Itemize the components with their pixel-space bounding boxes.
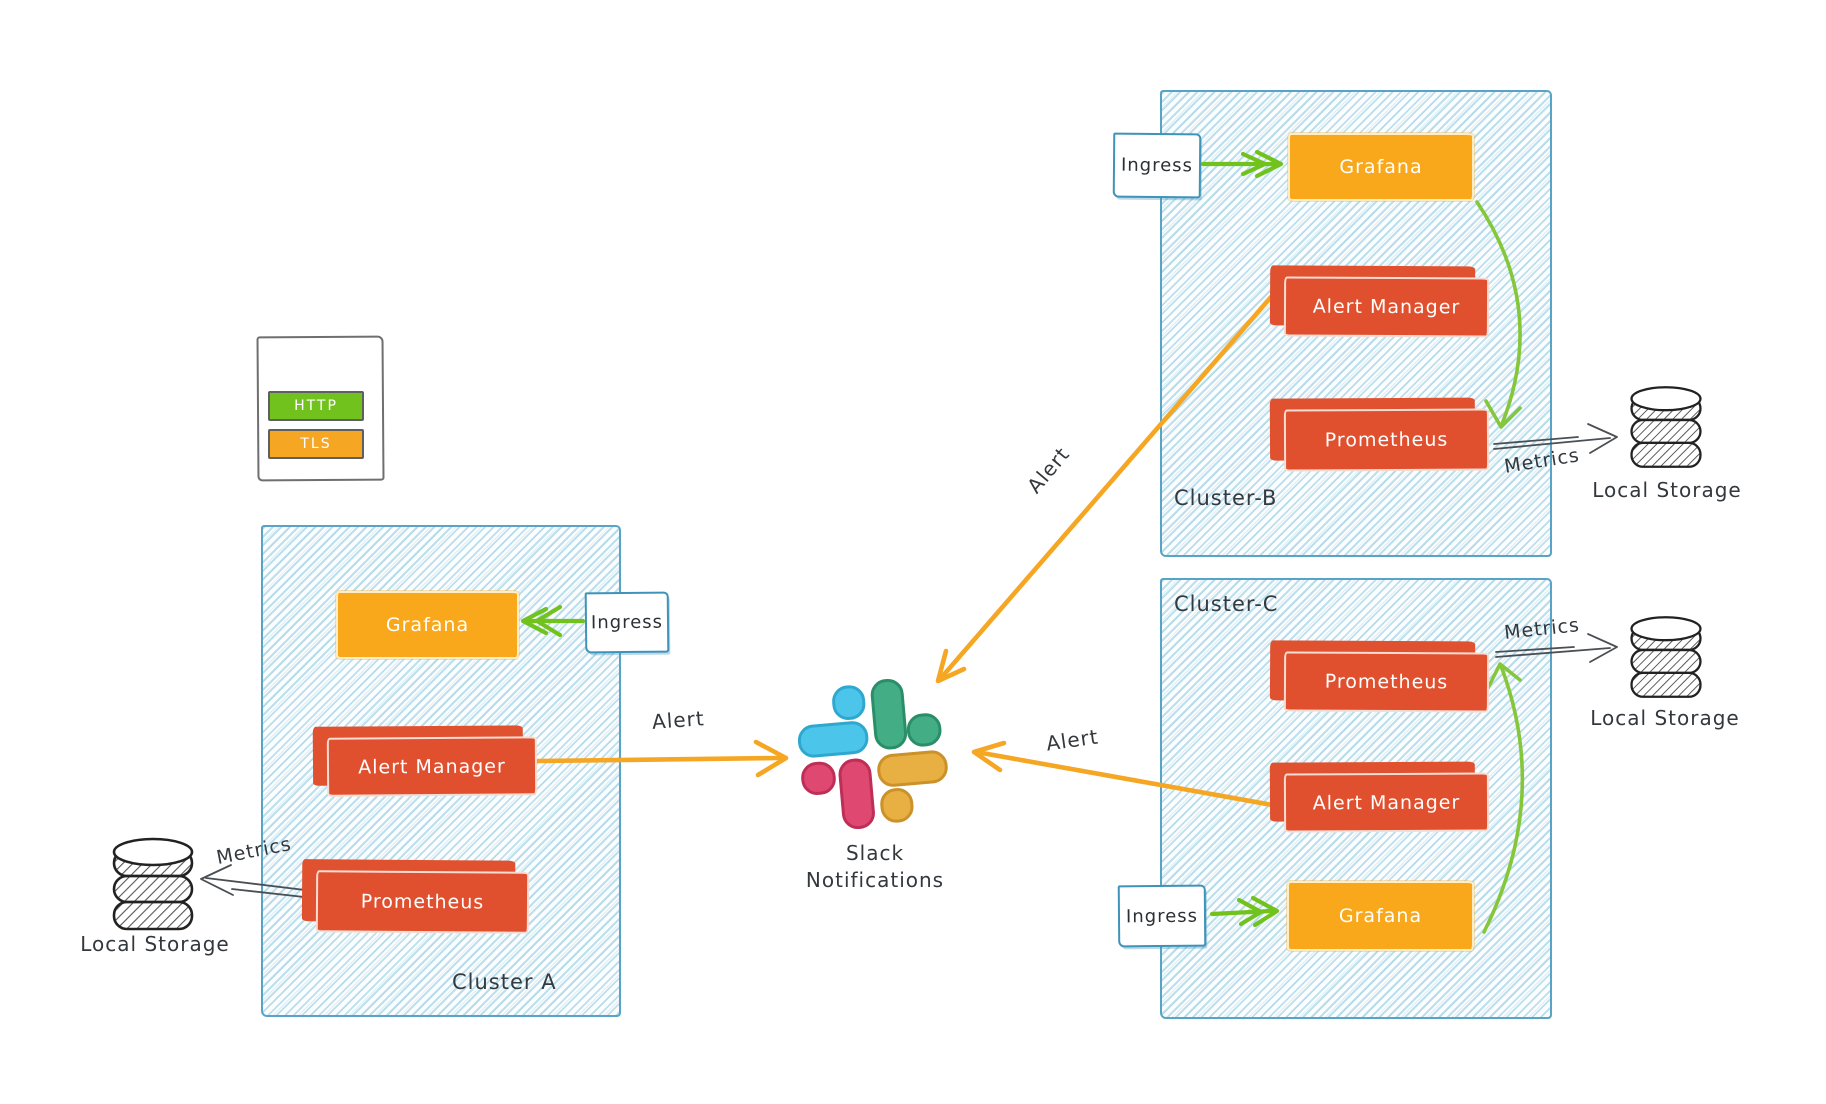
ingress-box-b-label: Ingress: [1120, 154, 1194, 177]
node-grafana-a-label: Grafana: [385, 614, 470, 636]
storage-label-c: Local Storage: [1590, 706, 1740, 730]
cluster-a-label: Cluster A: [452, 970, 557, 994]
ingress-box-a: Ingress: [584, 591, 670, 654]
slack-caption: Slack Notifications: [795, 840, 955, 894]
node-grafana-c: Grafana: [1287, 881, 1474, 951]
cluster-b-label: Cluster-B: [1174, 486, 1278, 510]
node-grafana-c-label: Grafana: [1338, 905, 1423, 927]
node-alert-manager-b-label: Alert Manager: [1312, 295, 1461, 319]
node-prometheus-a-label: Prometheus: [360, 890, 485, 914]
node-prometheus-b-label: Prometheus: [1324, 428, 1449, 452]
slack-logo: [791, 672, 954, 840]
node-alert-manager-b: Alert Manager: [1283, 276, 1490, 338]
slack-title: Slack: [845, 841, 905, 865]
alert-label-c: Alert: [1044, 724, 1101, 756]
node-alert-manager-a: Alert Manager: [326, 736, 538, 797]
database-icon-c: [1628, 612, 1704, 706]
node-prometheus-a: Prometheus: [315, 870, 530, 934]
slack-subtitle: Notifications: [805, 868, 945, 892]
node-prometheus-b: Prometheus: [1283, 408, 1490, 472]
storage-label-a: Local Storage: [80, 932, 230, 956]
node-grafana-b-label: Grafana: [1339, 156, 1423, 178]
node-alert-manager-c-label: Alert Manager: [1312, 791, 1461, 814]
node-prometheus-c: Prometheus: [1283, 651, 1490, 713]
node-prometheus-c-label: Prometheus: [1324, 670, 1449, 694]
legend-item-http-label: HTTP: [294, 398, 338, 414]
alert-label-b: Alert: [1022, 442, 1075, 498]
node-grafana-a: Grafana: [336, 591, 519, 659]
ingress-box-b: Ingress: [1112, 132, 1202, 199]
ingress-box-c-label: Ingress: [1125, 905, 1199, 927]
node-alert-manager-c: Alert Manager: [1283, 772, 1490, 833]
legend-item-tls: TLS: [268, 429, 364, 459]
ingress-box-c: Ingress: [1117, 884, 1207, 948]
node-grafana-b: Grafana: [1288, 133, 1474, 201]
ingress-box-a-label: Ingress: [590, 611, 664, 634]
storage-label-b: Local Storage: [1592, 478, 1742, 502]
legend-item-http: HTTP: [268, 391, 364, 421]
cluster-c-label: Cluster-C: [1174, 592, 1279, 616]
legend-item-tls-label: TLS: [300, 436, 332, 452]
database-icon-a: [110, 836, 196, 936]
node-alert-manager-a-label: Alert Manager: [358, 754, 506, 779]
database-icon-b: [1628, 382, 1704, 476]
alert-label-a: Alert: [651, 706, 706, 734]
